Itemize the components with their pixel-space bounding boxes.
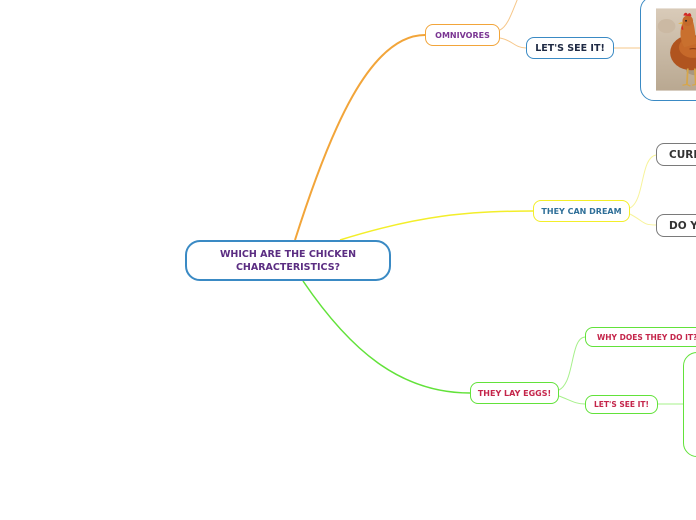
connector-root-dream [340,211,533,240]
connector-root-omnivores [295,35,425,240]
connector-dream-child1 [630,155,656,208]
omnivores-lets-see-node[interactable]: LET'S SEE IT! [526,37,614,59]
connector-root-eggs [303,281,470,393]
omnivores-node[interactable]: OMNIVORES [425,24,500,46]
connector-omnivores-upper [500,0,518,30]
dream-child1-node[interactable]: CURI [656,143,696,166]
connector-dream-child2 [630,214,656,225]
omnivores-label: OMNIVORES [435,31,490,40]
chicken-photo [656,3,696,96]
dream-child2-label: DO Y [669,220,696,232]
connector-omnivores-lets-see [500,38,526,48]
eggs-node[interactable]: THEY LAY EGGS! [470,382,559,404]
connector-eggs-why [559,337,585,390]
eggs-lets-see-node[interactable]: LET'S SEE IT! [585,395,658,414]
eggs-label: THEY LAY EGGS! [478,389,551,398]
dream-child2-node[interactable]: DO Y [656,214,696,237]
dream-child1-label: CURI [669,149,696,161]
root-node-label: WHICH ARE THE CHICKEN CHARACTERISTICS? [187,248,389,274]
omnivores-lets-see-label: LET'S SEE IT! [535,43,605,54]
eggs-lets-see-label: LET'S SEE IT! [594,400,649,409]
eggs-media-node[interactable] [683,352,696,457]
eggs-why-label: WHY DOES THEY DO IT? [597,333,696,342]
eggs-why-node[interactable]: WHY DOES THEY DO IT? [585,327,696,347]
dream-label: THEY CAN DREAM [541,207,621,216]
dream-node[interactable]: THEY CAN DREAM [533,200,630,222]
chicken-photo-node[interactable] [640,0,696,101]
connector-eggs-lets-see [559,396,585,404]
root-node[interactable]: WHICH ARE THE CHICKEN CHARACTERISTICS? [185,240,391,281]
